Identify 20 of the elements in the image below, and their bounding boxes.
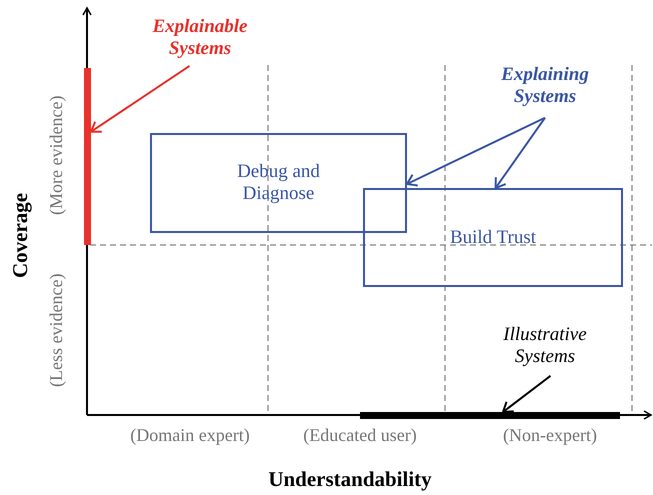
axis-label: (Less evidence) xyxy=(46,272,67,389)
axis-label: (Educated user) xyxy=(302,425,418,446)
axis-label: (Domain expert) xyxy=(129,425,251,446)
coverage-bar xyxy=(84,68,91,245)
arrow xyxy=(494,117,546,189)
arrow xyxy=(90,65,190,133)
callout-label: Explainable Systems xyxy=(151,16,248,60)
axis-label: (More evidence) xyxy=(46,94,67,217)
axis-title: Understandability xyxy=(267,467,433,492)
arrow xyxy=(406,116,546,187)
region-box xyxy=(363,188,623,287)
region-box xyxy=(150,133,407,233)
axis-title: Coverage xyxy=(8,191,33,280)
arrow xyxy=(502,375,552,413)
understandability-bar xyxy=(360,412,620,419)
box-label: Debug and Diagnose xyxy=(236,161,321,205)
callout-label: Illustrative Systems xyxy=(502,324,588,368)
callout-label: Explaining Systems xyxy=(500,64,590,108)
box-label: Build Trust xyxy=(450,226,536,248)
axis-label: (Non-expert) xyxy=(502,425,598,446)
